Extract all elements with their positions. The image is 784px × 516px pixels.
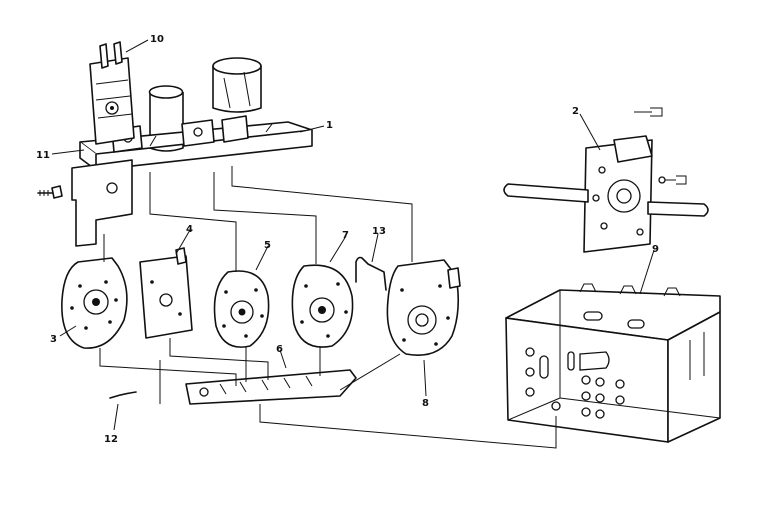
spring-12: [109, 391, 137, 399]
callout-5: 5: [264, 240, 271, 251]
switch-assembly-2: [503, 107, 709, 253]
switch-plate-4: [139, 247, 193, 339]
callout-4: 4: [186, 224, 193, 235]
wafer-switch-3: [61, 257, 128, 349]
callout-8: 8: [422, 398, 429, 409]
callout-3: 3: [50, 334, 57, 345]
leader-lines: [51, 39, 655, 449]
callout-7: 7: [342, 230, 349, 241]
callout-labels: 10 1 11 3 4 5 7 13 6 8 12 2 9: [36, 34, 659, 445]
wafer-switch-8: [386, 259, 461, 356]
callout-6: 6: [276, 344, 283, 355]
chassis-9: [505, 283, 721, 443]
spring-13: [355, 256, 387, 291]
callout-12: 12: [104, 434, 118, 445]
callout-13: 13: [372, 226, 386, 237]
tuner-assembly: [37, 41, 313, 247]
wafer-switch-5: [213, 270, 270, 348]
callout-11: 11: [36, 150, 50, 161]
callout-2: 2: [572, 106, 579, 117]
callout-1: 1: [326, 120, 333, 131]
shaft-6: [185, 369, 357, 405]
callout-9: 9: [652, 244, 659, 255]
wafer-switch-7: [291, 264, 354, 348]
callout-10: 10: [150, 34, 164, 45]
